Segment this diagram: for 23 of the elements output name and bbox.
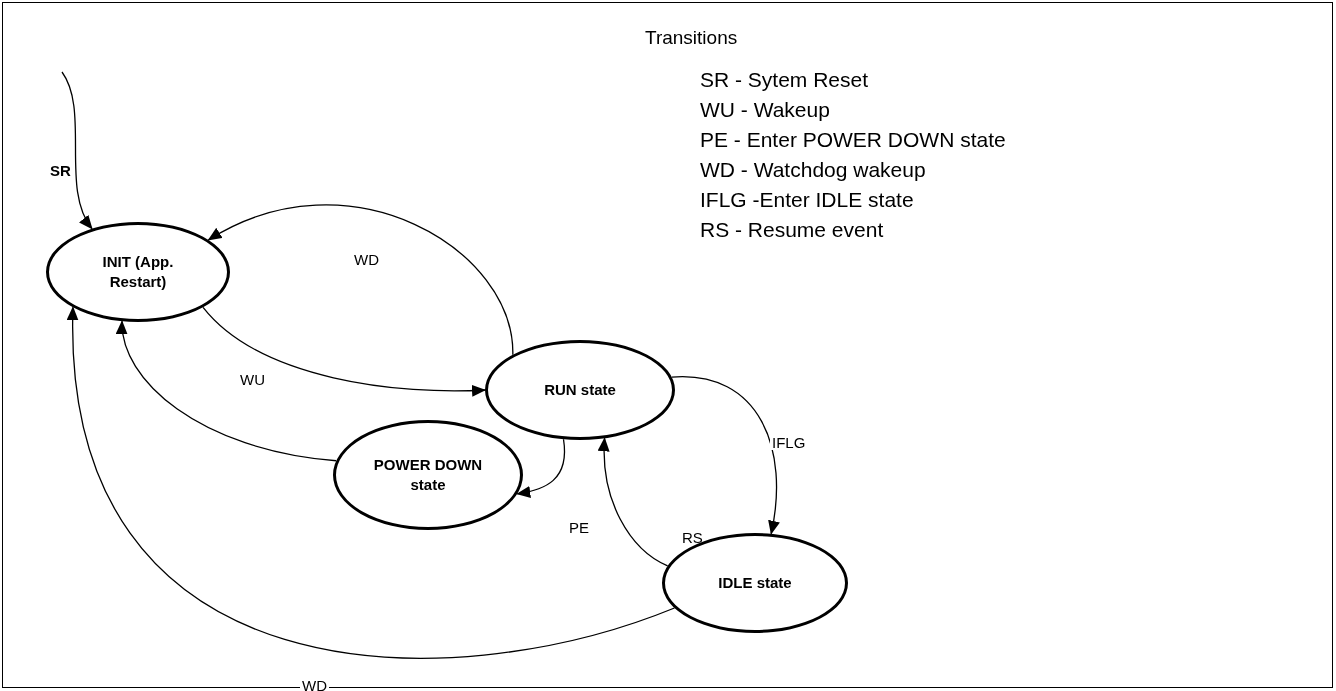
- arrow: [202, 306, 486, 397]
- edge-label: WU: [238, 372, 267, 387]
- arrow: [207, 204, 514, 356]
- legend-entry: WD - Watchdog wakeup: [700, 156, 927, 183]
- edge-label: IFLG: [770, 435, 808, 450]
- arrow: [671, 376, 780, 535]
- state-label: IDLE state: [718, 572, 792, 593]
- edge-label: WD: [352, 252, 381, 267]
- legend-entry: IFLG -Enter IDLE state: [700, 186, 915, 213]
- arrow: [117, 320, 337, 462]
- state-label: RUN state: [544, 379, 616, 400]
- arrow: [61, 71, 93, 230]
- state-label: INIT (App. Restart): [101, 251, 175, 292]
- legend-entry: PE - Enter POWER DOWN state: [700, 126, 1006, 153]
- edge-label: SR: [48, 163, 73, 178]
- legend-entry: RS - Resume event: [700, 216, 885, 243]
- legend-entry: WU - Wakeup: [700, 96, 831, 123]
- edge-label: PE: [567, 520, 591, 535]
- edge-label: WD: [300, 678, 329, 691]
- state-label: POWER DOWN state: [373, 454, 483, 495]
- arrow: [67, 306, 676, 659]
- legend-title: Transitions: [645, 26, 739, 50]
- legend-entry: SR - Sytem Reset: [700, 66, 870, 93]
